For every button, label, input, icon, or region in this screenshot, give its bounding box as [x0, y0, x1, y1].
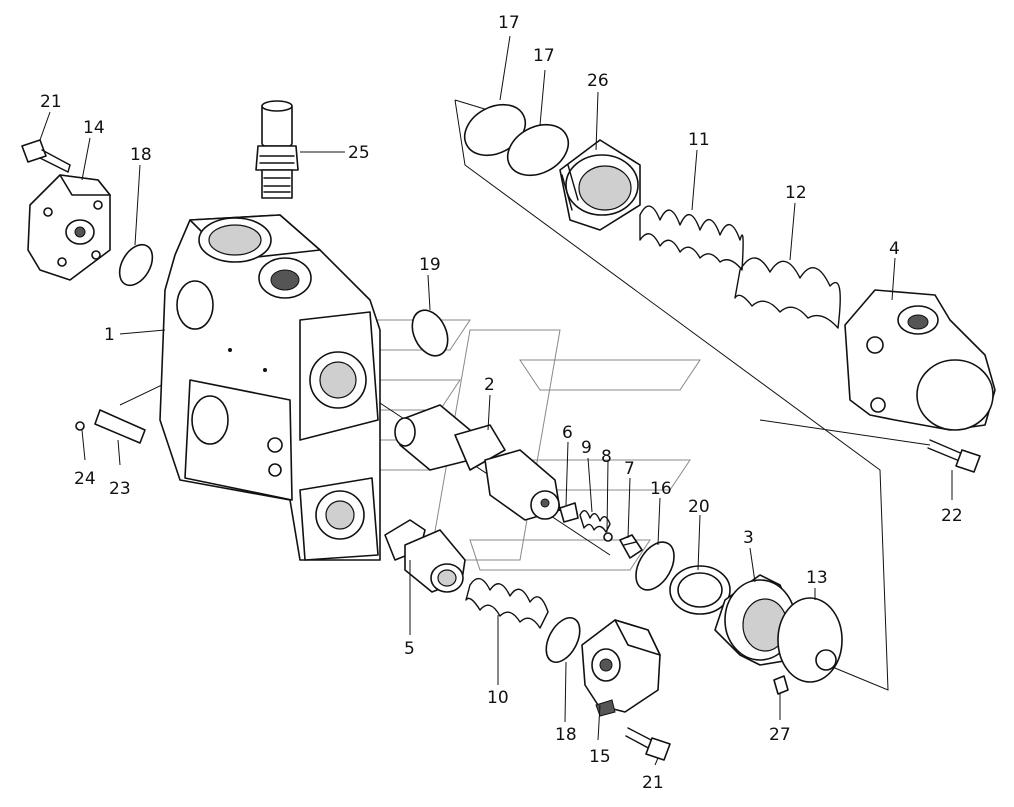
- callout-15: 15: [589, 747, 611, 767]
- part-3-cap: [714, 574, 796, 666]
- callout-11: 11: [688, 130, 710, 150]
- callout-13: 13: [806, 568, 828, 588]
- callout-17: 17: [533, 46, 555, 66]
- part-25-relief-cartridge: [255, 100, 299, 199]
- callout-22: 22: [941, 506, 963, 526]
- callout-27: 27: [769, 725, 791, 745]
- part-16-o-ring: [635, 541, 675, 591]
- callout-14: 14: [83, 118, 105, 138]
- part-12-spring: [734, 257, 841, 329]
- part-26-sleeve: [559, 139, 641, 231]
- callout-19: 19: [419, 255, 441, 275]
- callout-8: 8: [601, 447, 612, 467]
- callout-24: 24: [74, 469, 96, 489]
- callout-7: 7: [624, 459, 635, 479]
- callout-2: 2: [484, 375, 495, 395]
- part-15-cover: [581, 619, 661, 717]
- callout-21: 21: [40, 92, 62, 112]
- part-17-ring-b: [506, 123, 570, 177]
- callout-6: 6: [562, 423, 573, 443]
- part-2-spool: [394, 404, 561, 521]
- part-21-bolt-bottom: [625, 727, 671, 761]
- callout-18: 18: [130, 145, 152, 165]
- part-1-valve-body: [159, 214, 381, 561]
- callout-20: 20: [688, 497, 710, 517]
- part-11-spring: [639, 205, 744, 271]
- callout-21: 21: [642, 773, 664, 793]
- callout-17: 17: [498, 13, 520, 33]
- part-13-plate: [777, 597, 843, 683]
- part-5-plunger: [384, 519, 466, 593]
- part-9-small-spring: [579, 510, 611, 533]
- callout-3: 3: [743, 528, 754, 548]
- callout-23: 23: [109, 479, 131, 499]
- part-8-ball: [603, 532, 613, 542]
- callout-9: 9: [581, 438, 592, 458]
- part-14-cover: [27, 174, 111, 281]
- part-20-washer: [669, 565, 731, 615]
- callout-12: 12: [785, 183, 807, 203]
- part-21-bolt-top: [21, 139, 71, 173]
- callout-25: 25: [348, 143, 370, 163]
- callout-4: 4: [889, 239, 900, 259]
- leader-lines: [39, 35, 953, 766]
- part-27-pin: [773, 675, 789, 695]
- part-18-o-ring-top: [118, 243, 154, 287]
- part-17-ring-a: [463, 103, 527, 157]
- part-4-end-cap: [844, 289, 996, 431]
- part-19-o-ring: [411, 309, 449, 357]
- callout-5: 5: [404, 639, 415, 659]
- part-18-o-ring-bottom: [545, 617, 581, 663]
- part-22-bolt: [927, 439, 981, 473]
- part-6-pin: [559, 502, 579, 523]
- part-10-spring: [465, 577, 549, 629]
- callout-18: 18: [555, 725, 577, 745]
- part-23-nameplate: [94, 409, 146, 444]
- part-7-plug: [619, 534, 643, 559]
- callout-10: 10: [487, 688, 509, 708]
- callout-16: 16: [650, 479, 672, 499]
- callout-26: 26: [587, 71, 609, 91]
- part-24-rivet: [75, 421, 85, 431]
- callout-1: 1: [104, 325, 115, 345]
- callout-labels: 17 17 26 11 12 4 21 14 18 25 1 19 2 6 9 …: [40, 13, 963, 793]
